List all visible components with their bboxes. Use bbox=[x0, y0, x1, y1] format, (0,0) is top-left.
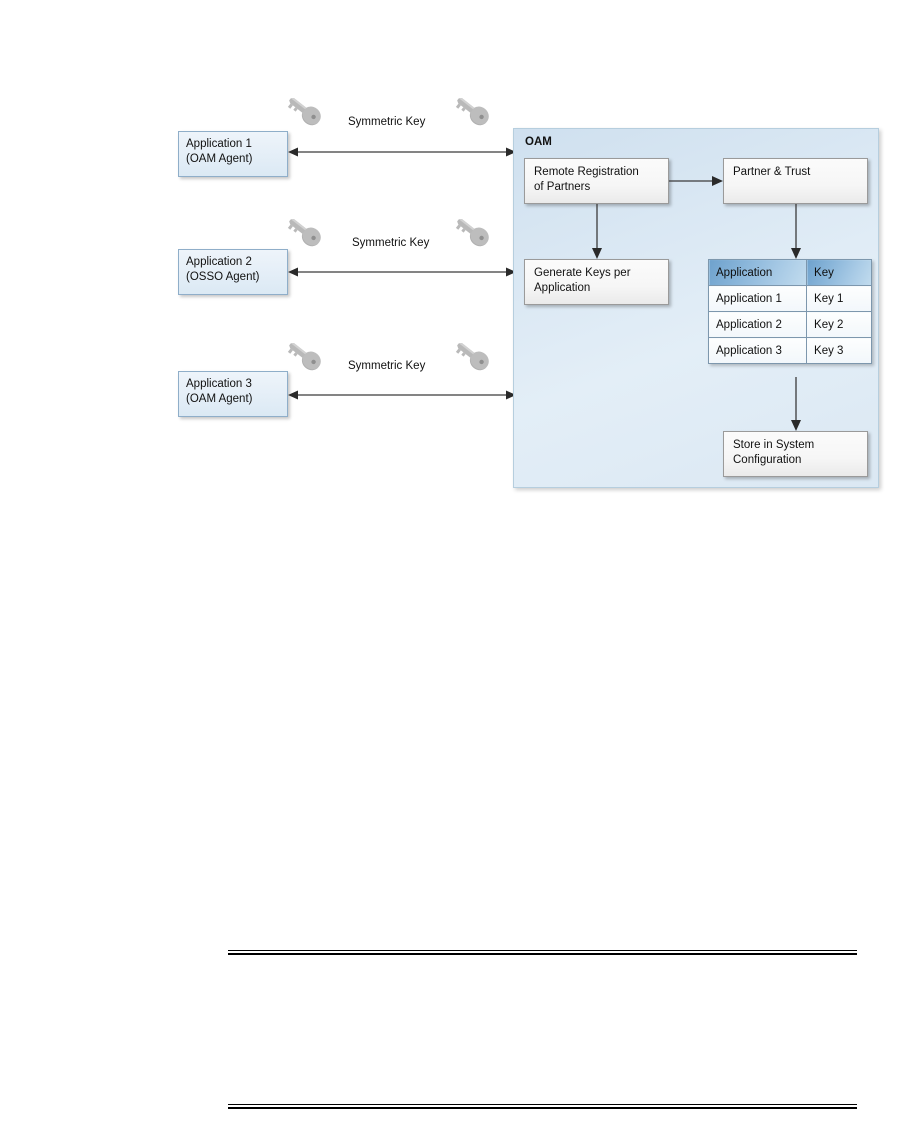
horizontal-rule-top bbox=[228, 950, 857, 955]
generate-keys-box: Generate Keys per Application bbox=[524, 259, 669, 305]
generate-keys-line1: Generate Keys per bbox=[534, 267, 631, 279]
double-arrow-icon bbox=[288, 267, 516, 277]
symmetric-key-label-2: Symmetric Key bbox=[352, 237, 430, 249]
key-icon bbox=[455, 98, 489, 126]
table-cell-application: Application 3 bbox=[707, 337, 808, 364]
remote-registration-line1: Remote Registration bbox=[534, 166, 639, 178]
symmetric-key-label-3: Symmetric Key bbox=[348, 360, 426, 372]
key-icon bbox=[455, 343, 489, 371]
table-cell-key: Key 3 bbox=[806, 337, 872, 364]
application-2-name: Application 2 bbox=[186, 256, 252, 268]
rule-line bbox=[228, 1107, 857, 1109]
key-icon bbox=[287, 98, 321, 126]
application-2-agent: (OSSO Agent) bbox=[186, 270, 260, 283]
table-row: Application 1 Key 1 bbox=[707, 285, 872, 312]
application-key-table: Application Key Application 1 Key 1 Appl… bbox=[707, 259, 872, 364]
table-cell-key: Key 1 bbox=[806, 285, 872, 312]
table-cell-key: Key 2 bbox=[806, 311, 872, 338]
table-header-key: Key bbox=[806, 259, 872, 286]
partner-trust-line1: Partner & Trust bbox=[733, 166, 811, 178]
double-arrow-icon bbox=[288, 147, 516, 157]
application-1-box: Application 1 (OAM Agent) bbox=[178, 131, 288, 177]
application-3-agent: (OAM Agent) bbox=[186, 392, 253, 405]
double-arrow-icon bbox=[288, 390, 516, 400]
application-1-name: Application 1 bbox=[186, 138, 252, 150]
remote-registration-line2: of Partners bbox=[534, 181, 591, 193]
key-icon bbox=[287, 219, 321, 247]
table-cell-application: Application 1 bbox=[707, 285, 808, 312]
symmetric-key-label-1: Symmetric Key bbox=[348, 116, 426, 128]
key-icon bbox=[287, 343, 321, 371]
application-1-agent: (OAM Agent) bbox=[186, 152, 253, 165]
partner-trust-box: Partner & Trust bbox=[723, 158, 868, 204]
store-config-line2: Configuration bbox=[733, 454, 802, 466]
remote-registration-box: Remote Registration of Partners bbox=[524, 158, 669, 204]
symmetric-key-diagram: Application 1 (OAM Agent) Application 2 … bbox=[0, 0, 924, 520]
table-row: Application 2 Key 2 bbox=[707, 311, 872, 338]
rule-line bbox=[228, 1104, 857, 1105]
application-3-box: Application 3 (OAM Agent) bbox=[178, 371, 288, 417]
oam-title: OAM bbox=[525, 136, 552, 148]
application-3-name: Application 3 bbox=[186, 378, 252, 390]
table-row: Application 3 Key 3 bbox=[707, 337, 872, 364]
store-config-line1: Store in System bbox=[733, 439, 815, 451]
store-in-system-configuration-box: Store in System Configuration bbox=[723, 431, 868, 477]
horizontal-rule-bottom bbox=[228, 1104, 857, 1109]
table-header-application: Application bbox=[707, 259, 808, 286]
table-header-row: Application Key bbox=[707, 259, 872, 286]
rule-line bbox=[228, 953, 857, 955]
application-2-box: Application 2 (OSSO Agent) bbox=[178, 249, 288, 295]
table-cell-application: Application 2 bbox=[707, 311, 808, 338]
generate-keys-line2: Application bbox=[534, 282, 591, 294]
rule-line bbox=[228, 950, 857, 951]
key-icon bbox=[455, 219, 489, 247]
